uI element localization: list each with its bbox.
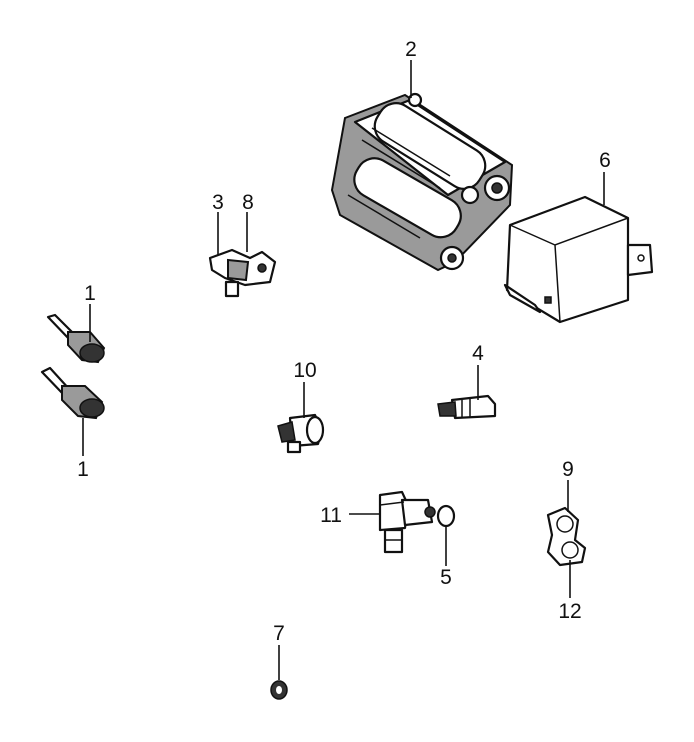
callout-3: 3 [212,191,224,214]
callout-8: 8 [242,191,254,214]
leader-lines [82,60,605,680]
callout-4: 4 [472,342,484,365]
part-2-ignition-coil [330,92,514,272]
part-10-sensor [277,413,325,454]
callout-6: 6 [599,149,611,172]
callout-2: 2 [405,38,417,61]
callout-12: 12 [558,600,581,623]
part-4-sensor [437,394,497,420]
callout-1-upper: 1 [84,282,96,305]
part-3-8-sensor-bracket [208,248,277,298]
callout-9: 9 [562,458,574,481]
part-1-sensor-lower [40,366,105,420]
callout-11: 11 [320,504,342,527]
part-6-control-box [503,195,654,324]
part-9-12-clip [546,506,587,567]
callout-10: 10 [293,359,316,382]
part-11-5-valve [378,490,456,554]
callout-5: 5 [440,566,452,589]
callout-labels: 2 6 3 8 1 1 10 4 11 5 9 12 7 [77,38,611,645]
callout-1-lower: 1 [77,458,89,481]
part-1-sensor-upper [46,313,106,364]
callout-7: 7 [273,622,285,645]
part-7-washer [270,680,288,700]
